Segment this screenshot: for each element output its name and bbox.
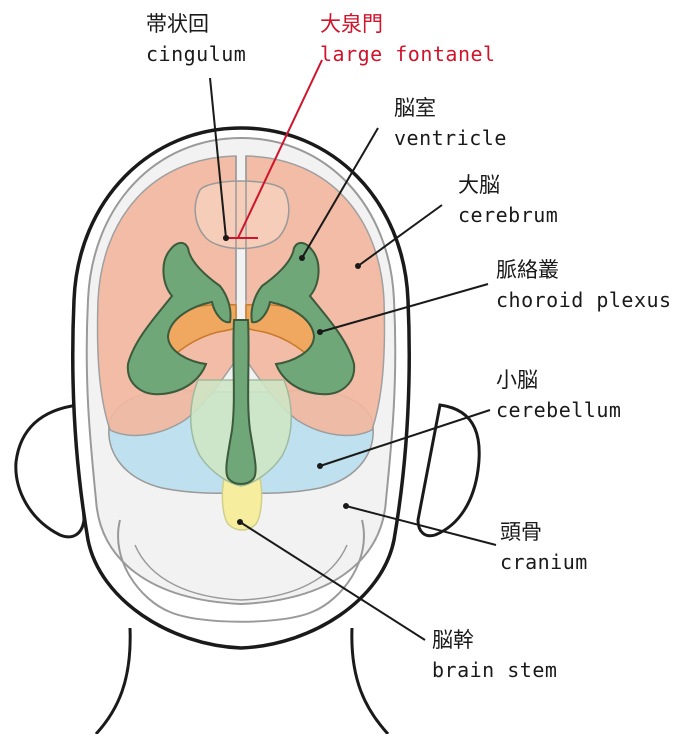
cranium-label-en: cranium [500,552,588,572]
cingulum-label-en: cingulum [146,44,246,64]
cerebellum-label-en: cerebellum [496,400,621,420]
cerebrum-label-en: cerebrum [458,205,558,225]
choroid-plexus-label-ja: 脈絡叢 [496,260,559,281]
brain-stem-label-ja: 脳幹 [432,630,474,651]
cerebellum-label-ja: 小脳 [496,370,538,391]
neck-outline [96,628,130,734]
neck-outline-right [352,628,388,734]
cranium-dot [343,503,349,509]
brain-stem-label-en: brain stem [432,660,557,680]
fontanel-label-en: large fontanel [320,44,496,64]
choroid-plexus-dot [317,329,323,335]
ventricle-label-en: ventricle [394,128,507,148]
cerebellum-dot [317,463,323,469]
ventricle-label-ja: 脳室 [394,98,436,119]
cranium-label-ja: 頭骨 [500,522,542,543]
choroid-plexus-label-en: choroid plexus [496,290,672,310]
cerebrum-label-ja: 大脳 [458,175,500,196]
ventricle-dot [299,255,305,261]
cingulum-dot [223,235,229,241]
fontanel-label-ja: 大泉門 [320,14,383,35]
brain-stem-dot [237,519,243,525]
cerebrum-dot [355,263,361,269]
cingulum-label-ja: 帯状回 [146,14,209,35]
